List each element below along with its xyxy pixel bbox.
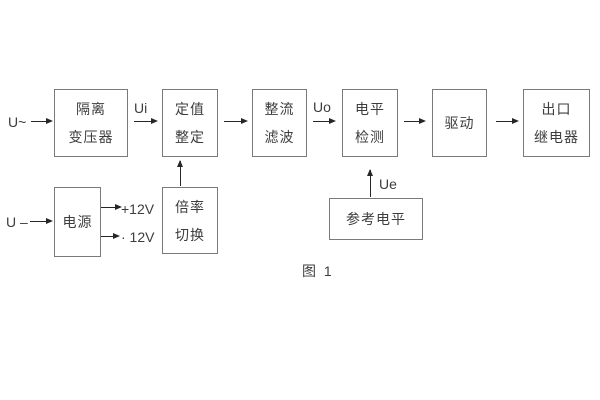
block-output-relay-line2: 继电器 <box>534 129 579 145</box>
block-power-supply: 电源 <box>54 187 101 257</box>
block-isolation-transformer-line2: 变压器 <box>68 129 114 145</box>
block-power-supply-line1: 电源 <box>62 214 93 230</box>
label-input-ac: U~ <box>8 114 27 130</box>
block-isolation-transformer-line1: 隔离 <box>76 101 106 117</box>
block-output-relay-line1: 出口 <box>541 101 572 117</box>
block-drive: 驱动 <box>432 89 487 157</box>
arrow-rectifier-to-detection <box>313 117 336 124</box>
label-ue: Ue <box>379 176 397 192</box>
block-reference-level-line1: 参考电平 <box>346 211 406 227</box>
arrow-detection-to-drive <box>404 117 426 124</box>
arrow-transformer-to-setting <box>134 117 158 124</box>
block-multiplier-switch-line2: 切换 <box>175 226 205 243</box>
block-level-detection-line2: 检测 <box>355 129 385 145</box>
block-isolation-transformer: 隔离 变压器 <box>54 89 128 157</box>
arrow-drive-to-relay <box>496 117 519 124</box>
label-uo: Uo <box>313 99 331 115</box>
block-multiplier-switch: 倍率 切换 <box>162 187 218 254</box>
block-rectifier-filter-line2: 滤波 <box>264 129 295 145</box>
arrow-multiplier-to-setting <box>176 160 183 186</box>
label-input-dc: U – <box>6 214 28 230</box>
block-value-setting-line2: 整定 <box>175 129 205 145</box>
arrow-reference-to-detection <box>366 169 373 197</box>
block-drive-line1: 驱动 <box>444 115 475 131</box>
arrow-udc-to-power <box>30 217 53 224</box>
block-level-detection-line1: 电平 <box>355 101 385 117</box>
block-value-setting-line1: 定值 <box>175 101 205 117</box>
label-plus-12v: +12V <box>121 201 155 217</box>
label-ui: Ui <box>134 100 148 116</box>
arrow-setting-to-rectifier <box>224 117 248 124</box>
block-rectifier-filter-line1: 整流 <box>264 101 295 117</box>
block-rectifier-filter: 整流 滤波 <box>252 89 307 157</box>
arrow-power-to-minus12v <box>101 232 120 239</box>
label-minus-12v: · 12V <box>121 229 155 245</box>
block-reference-level: 参考电平 <box>329 198 423 240</box>
figure-caption: 图 1 <box>302 263 334 279</box>
block-multiplier-switch-line1: 倍率 <box>175 198 205 215</box>
arrow-uac-to-transformer <box>31 117 53 124</box>
block-value-setting: 定值 整定 <box>162 89 218 157</box>
block-output-relay: 出口 继电器 <box>523 89 590 157</box>
block-level-detection: 电平 检测 <box>342 89 398 157</box>
arrow-power-to-plus12v <box>101 203 122 210</box>
